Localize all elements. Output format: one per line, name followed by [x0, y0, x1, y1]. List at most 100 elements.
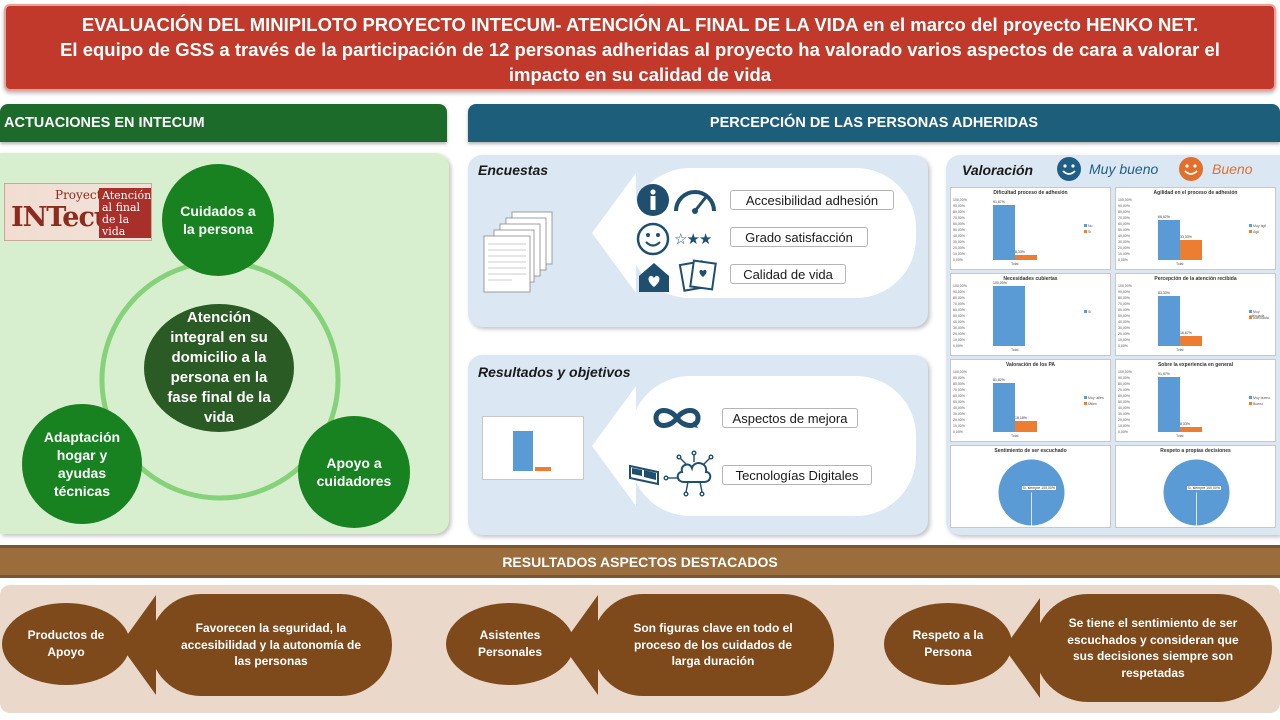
mini-x-label: Total	[1011, 434, 1019, 438]
mini-y-tick: 10,00%	[1118, 338, 1130, 342]
mini-y-tick: 60,00%	[953, 308, 965, 312]
mini-pie-label: Sí, siempre 100,00%	[1186, 485, 1221, 490]
mini-y-tick: 60,00%	[953, 394, 965, 398]
mini-legend-entry: No	[1084, 224, 1092, 228]
home-heart-icon	[639, 263, 669, 292]
smiley-muy-bueno-icon	[1057, 157, 1081, 181]
mini-bar-label: 8,33%	[1015, 250, 1025, 254]
mini-legend-entry: Sí	[1084, 310, 1091, 314]
mini-x-label: Total	[1176, 348, 1184, 352]
valoracion-chart-5: Valoración de los PA 100,00% 90,00% 80,00% 7…	[950, 359, 1111, 442]
intecum-logo: Proyecto INTecum Atención al final de la…	[4, 183, 152, 241]
oval-respeto: Respeto a la Persona	[884, 603, 1012, 685]
mini-y-tick: 30,00%	[953, 240, 965, 244]
mini-y-tick: 80,00%	[953, 382, 965, 386]
legend-muy-bueno: Muy bueno	[1089, 161, 1159, 177]
mini-y-tick: 100,00%	[953, 198, 967, 202]
mini-y-tick: 100,00%	[953, 284, 967, 288]
legend-bueno: Bueno	[1212, 161, 1253, 177]
mini-bar	[1180, 335, 1202, 346]
mini-chart-title: Percepción de la atención recibida	[1154, 276, 1237, 282]
circle-adaptacion-label: Adaptación hogar y ayudas técnicas	[43, 429, 121, 499]
mini-bar	[1180, 240, 1202, 260]
mini-y-tick: 90,00%	[953, 290, 965, 294]
documents-icon	[483, 211, 553, 293]
mini-y-tick: 90,00%	[1118, 376, 1130, 380]
mini-y-tick: 70,00%	[953, 302, 965, 306]
mini-y-tick: 70,00%	[953, 388, 965, 392]
mini-bar-label: 16,67%	[1180, 330, 1192, 335]
mini-y-tick: 40,00%	[953, 320, 965, 324]
label-calidad-vida: Calidad de vida	[730, 264, 846, 284]
mini-x-label: Total	[1176, 262, 1184, 266]
mini-bar-label: 33,33%	[1180, 235, 1192, 239]
mini-bar	[1180, 427, 1202, 432]
stars-icon: ☆★★	[674, 231, 712, 248]
circle-adaptacion: Adaptación hogar y ayudas técnicas	[22, 404, 142, 524]
mini-bar	[1158, 296, 1180, 346]
resultados-destacados-header: RESULTADOS ASPECTOS DESTACADOS	[0, 545, 1280, 578]
mini-y-tick: 0,00%	[953, 258, 963, 262]
mini-y-tick: 0,00%	[1118, 430, 1128, 434]
label-accesibilidad: Accesibilidad adhesión	[730, 190, 894, 210]
valoracion-chart-2: Agilidad en el proceso de adhesión 100,00…	[1115, 187, 1276, 270]
mini-y-tick: 0,00%	[1118, 258, 1128, 262]
mini-y-tick: 0,00%	[953, 430, 963, 434]
title-line-2: El equipo de GSS a través de la particip…	[60, 39, 1220, 60]
mini-y-tick: 100,00%	[1118, 198, 1132, 202]
mini-bar-label: 83,33%	[1158, 291, 1170, 295]
mini-chart-title: Respeto a propias decisiones	[1160, 448, 1231, 454]
mini-y-tick: 40,00%	[1118, 406, 1130, 410]
mini-bar-label: 81,82%	[993, 377, 1005, 382]
mini-chart-title: Valoración de los PA	[1005, 362, 1056, 368]
mini-bar	[993, 204, 1015, 260]
speech-asistentes: Son figuras clave en todo el proceso de …	[592, 594, 834, 696]
mini-y-tick: 100,00%	[953, 370, 967, 374]
thumb-bar-2	[535, 467, 551, 471]
oval-asistentes: Asistentes Personales	[446, 603, 574, 685]
mini-y-tick: 20,00%	[1118, 246, 1130, 250]
mini-y-tick: 0,00%	[1118, 344, 1128, 348]
mini-y-tick: 90,00%	[953, 376, 965, 380]
mini-legend-entry: Sí	[1084, 230, 1091, 234]
mini-y-tick: 20,00%	[1118, 332, 1130, 336]
mini-legend-entry: Adecuada	[1249, 316, 1269, 320]
mini-chart-title: Agilidad en el proceso de adhesión	[1153, 190, 1238, 196]
mini-y-tick: 80,00%	[1118, 296, 1130, 300]
mini-y-tick: 20,00%	[953, 332, 965, 336]
mini-chart-title: Dificultad proceso de adhesión	[993, 190, 1068, 196]
mini-y-tick: 100,00%	[1118, 284, 1132, 288]
mini-y-tick: 50,00%	[1118, 400, 1130, 404]
label-aspectos-mejora: Aspectos de mejora	[722, 408, 858, 428]
oval-productos-apoyo: Productos de Apoyo	[2, 603, 130, 685]
thumb-bar-1	[513, 431, 533, 471]
speech-respeto: Se tiene el sentimiento de ser escuchado…	[1034, 594, 1272, 702]
title-banner: EVALUACIÓN DEL MINIPILOTO PROYECTO INTEC…	[4, 4, 1276, 91]
mini-x-label: Total	[1176, 434, 1184, 438]
resultados-thumb-chart	[482, 416, 584, 480]
gauge-icon	[674, 190, 716, 214]
logo-proyecto-text: Proyecto	[55, 188, 109, 202]
mini-bar-label: 91,67%	[1158, 371, 1170, 376]
circle-cuidados-label: Cuidados a la persona	[180, 203, 256, 237]
encuestas-title: Encuestas	[478, 162, 549, 178]
mini-legend-entry: Muy útiles	[1084, 396, 1104, 400]
mini-y-tick: 0,00%	[953, 344, 963, 348]
mini-y-tick: 70,00%	[1118, 216, 1130, 220]
mini-chart-title: Necesidades cubiertas	[1003, 276, 1058, 282]
mini-y-tick: 50,00%	[1118, 228, 1130, 232]
circle-atencion-label: Atención integral en su domicilio a la p…	[167, 309, 271, 426]
info-icon	[637, 184, 669, 216]
mini-y-tick: 70,00%	[1118, 388, 1130, 392]
resultados-callout	[630, 376, 916, 516]
mini-bar	[1158, 219, 1180, 260]
speech-productos-apoyo: Favorecen la seguridad, la accesibilidad…	[150, 594, 392, 696]
circle-apoyo-label: Apoyo a cuidadores	[316, 455, 392, 489]
mini-y-tick: 40,00%	[953, 234, 965, 238]
mini-bar-label: 100,00%	[993, 281, 1007, 285]
valoracion-title: Valoración	[962, 162, 1034, 178]
